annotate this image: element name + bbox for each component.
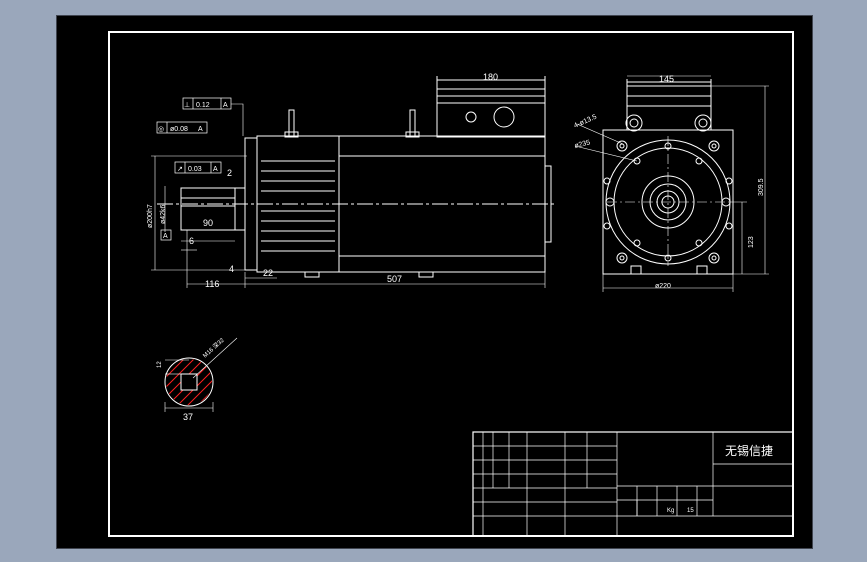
dim-123: 123 bbox=[748, 236, 755, 248]
conc-symbol: ◎ bbox=[158, 126, 164, 133]
section-circle bbox=[164, 357, 214, 407]
dim-pcd: ø235 bbox=[574, 139, 591, 150]
terminal-box bbox=[436, 88, 546, 138]
dim-145: 145 bbox=[659, 74, 674, 84]
terminal-hole-small bbox=[465, 111, 477, 123]
drawing-canvas bbox=[108, 31, 794, 537]
weight-value: 15 bbox=[687, 508, 694, 514]
dim-22: 22 bbox=[263, 268, 273, 278]
dim-3095: 309.5 bbox=[758, 178, 765, 196]
dim-507: 507 bbox=[387, 274, 402, 284]
shaft bbox=[180, 187, 246, 231]
drawing-title: 无锡信捷 bbox=[725, 443, 773, 458]
dim-spigot-dia: ø200h7 bbox=[147, 204, 154, 228]
side-view bbox=[151, 76, 557, 288]
dim-2: 2 bbox=[227, 168, 232, 178]
dim-holes: 4-ø13.5 bbox=[573, 114, 598, 130]
datum-label: A bbox=[163, 233, 168, 240]
tol-perpendicularity: 0.12 bbox=[196, 102, 210, 109]
dim-116: 116 bbox=[205, 279, 219, 289]
section-width: 37 bbox=[183, 412, 193, 422]
text-layer: ⊥ 0.12 A ◎ ø0.08 A ↗ 0.03 A A 180 507 11… bbox=[147, 72, 773, 514]
cad-viewport[interactable]: ⊥ 0.12 A ◎ ø0.08 A ↗ 0.03 A A 180 507 11… bbox=[56, 15, 813, 549]
dim-90: 90 bbox=[203, 218, 213, 228]
tol-datum-3: A bbox=[213, 166, 218, 173]
dim-6: 6 bbox=[189, 236, 194, 246]
front-view bbox=[574, 75, 769, 292]
tol-datum-1: A bbox=[223, 102, 228, 109]
perp-symbol: ⊥ bbox=[184, 102, 190, 109]
dim-220: ø220 bbox=[655, 283, 671, 290]
tol-concentricity: ø0.08 bbox=[170, 126, 188, 133]
dim-4: 4 bbox=[229, 264, 234, 274]
title-block bbox=[472, 431, 794, 537]
runout-symbol: ↗ bbox=[177, 166, 183, 173]
dim-shaft-dia: ø42k6 bbox=[160, 204, 167, 224]
section-thread: M16 深32 bbox=[201, 336, 226, 360]
dim-180: 180 bbox=[483, 72, 498, 82]
weight-unit: Kg bbox=[667, 508, 674, 514]
tol-runout: 0.03 bbox=[188, 166, 202, 173]
drawing-frame bbox=[108, 31, 794, 537]
tol-datum-2: A bbox=[198, 126, 203, 133]
section-keyway: 12 bbox=[157, 361, 163, 368]
terminal-hole-large bbox=[493, 106, 515, 128]
